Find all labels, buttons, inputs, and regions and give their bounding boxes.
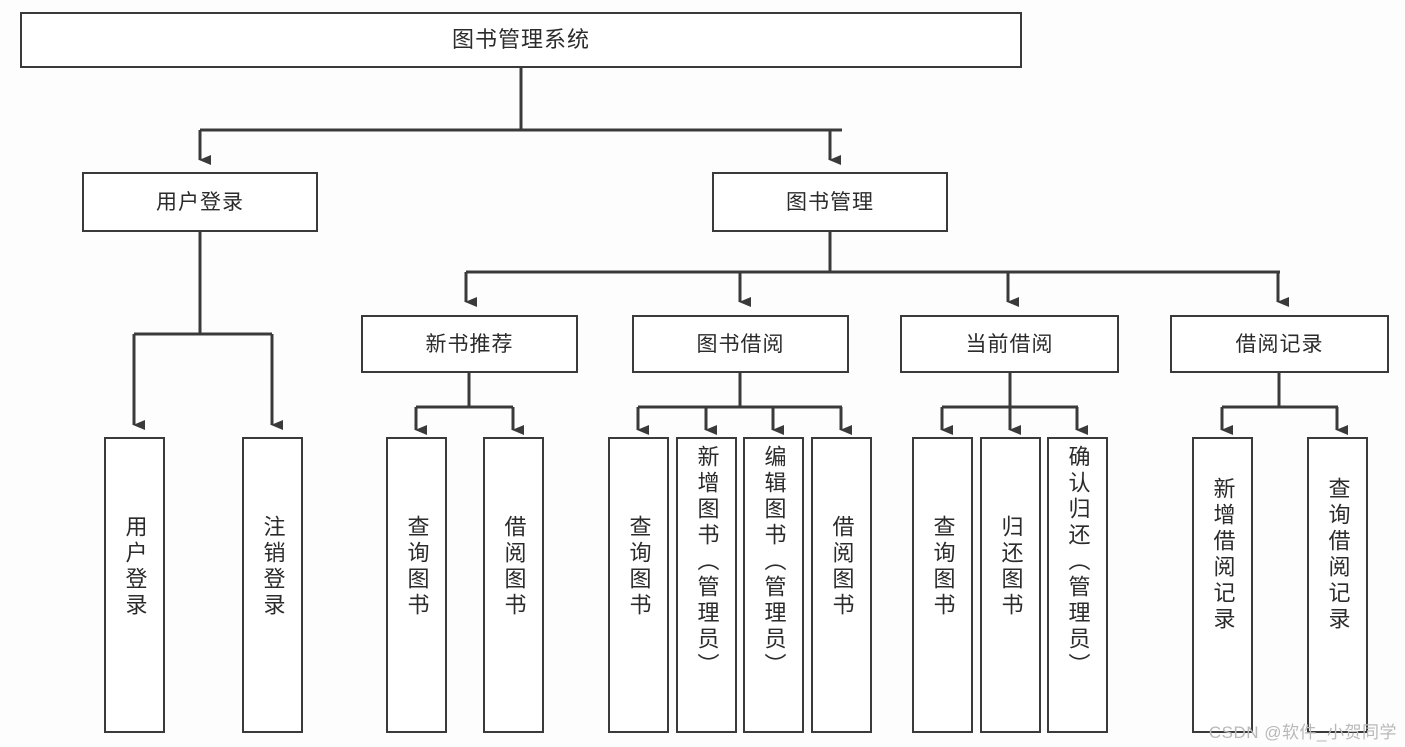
node-label: 用户登录 [122, 515, 148, 619]
leaf-add-record[interactable]: 新增借阅记录 [1192, 437, 1253, 733]
node-label: 当前借阅 [965, 332, 1054, 356]
node-label: 图书借阅 [696, 332, 785, 356]
leaf-confirm-return[interactable]: 确认归还（管理员） [1047, 437, 1108, 733]
node-current-borrow[interactable]: 当前借阅 [900, 315, 1119, 373]
node-label: 注销登录 [260, 515, 286, 619]
leaf-return-book[interactable]: 归还图书 [980, 437, 1041, 733]
node-label: 查询借阅记录 [1325, 477, 1351, 633]
node-label: 图书管理系统 [451, 27, 590, 52]
leaf-logout-login[interactable]: 注销登录 [242, 437, 303, 733]
node-label: 新书推荐 [425, 332, 514, 356]
node-label: 借阅图书 [829, 515, 855, 619]
node-book-borrow[interactable]: 图书借阅 [632, 315, 849, 373]
node-new-book-recommend[interactable]: 新书推荐 [361, 315, 578, 373]
leaf-borrow-book-1[interactable]: 借阅图书 [483, 437, 544, 733]
node-label: 编辑图书（管理员） [761, 445, 787, 679]
node-label: 新增借阅记录 [1210, 477, 1236, 633]
node-root-book-management-system[interactable]: 图书管理系统 [20, 12, 1022, 68]
node-user-login[interactable]: 用户登录 [82, 172, 318, 232]
node-label: 新增图书（管理员） [694, 445, 720, 679]
leaf-query-book-2[interactable]: 查询图书 [608, 437, 669, 733]
leaf-add-book[interactable]: 新增图书（管理员） [676, 437, 737, 733]
node-label: 用户登录 [156, 190, 244, 214]
node-label: 图书管理 [786, 190, 874, 214]
leaf-borrow-book-2[interactable]: 借阅图书 [811, 437, 872, 733]
node-label: 查询图书 [626, 515, 652, 619]
node-borrow-record[interactable]: 借阅记录 [1170, 315, 1389, 373]
node-book-management[interactable]: 图书管理 [712, 172, 948, 232]
node-label: 查询图书 [404, 515, 430, 619]
node-label: 查询图书 [930, 515, 956, 619]
leaf-query-record[interactable]: 查询借阅记录 [1307, 437, 1368, 733]
node-label: 借阅记录 [1235, 332, 1324, 356]
csdn-watermark: CSDN @软件_小贺同学 [1208, 723, 1397, 742]
leaf-user-login[interactable]: 用户登录 [104, 437, 165, 733]
leaf-query-book-3[interactable]: 查询图书 [912, 437, 973, 733]
leaf-edit-book[interactable]: 编辑图书（管理员） [743, 437, 804, 733]
node-label: 借阅图书 [501, 515, 527, 619]
leaf-query-book-1[interactable]: 查询图书 [386, 437, 447, 733]
node-label: 归还图书 [998, 515, 1024, 619]
node-label: 确认归还（管理员） [1065, 445, 1091, 679]
